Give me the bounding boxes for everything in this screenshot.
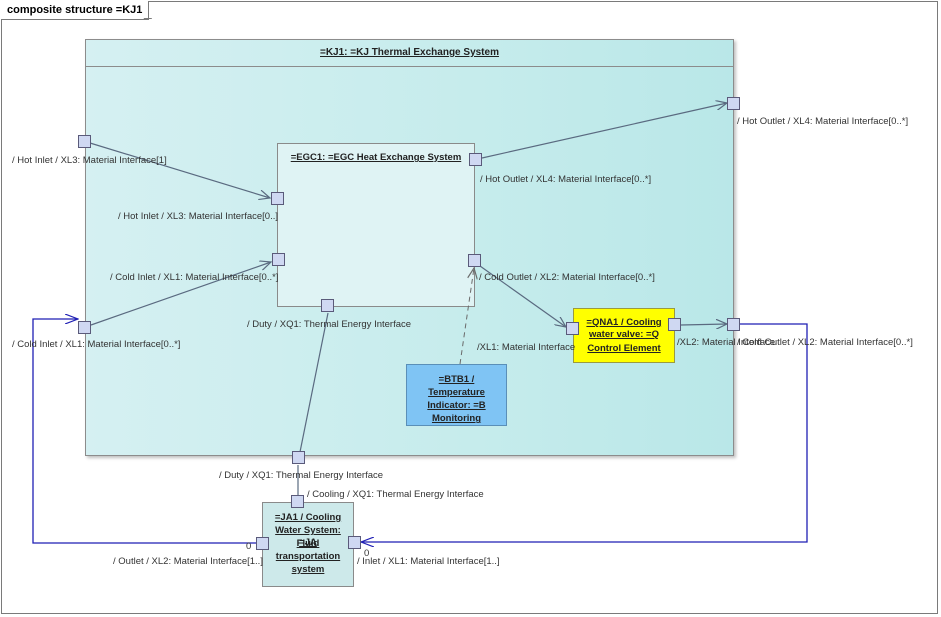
btb1-title-line: =BTB1 / [438,374,475,385]
kj-hot-inlet-port[interactable] [78,135,91,148]
kj-duty-label: / Duty / XQ1: Thermal Energy Interface [219,470,384,481]
btb1-title-line: Indicator: =B [427,400,486,411]
qna-inlet-port[interactable] [566,322,579,335]
qna1-title-line: water valve: =Q [589,329,659,340]
qna-outlet-label: /XL2: Material Interface [677,337,776,348]
egc-hot-inlet-label: / Hot Inlet / XL3: Material Interface[0.… [118,211,278,222]
egc-hot-outlet-port[interactable] [469,153,482,166]
kj-cold-outlet-port[interactable] [727,318,740,331]
outlet-flow-wire [32,319,256,544]
cold-outlet-connector [479,265,566,327]
btb1-title-line: Temperature [428,387,485,398]
egc-cold-inlet-port[interactable] [272,253,285,266]
egc-hot-outlet-label: / Hot Outlet / XL4: Material Interface[0… [480,174,652,185]
egc-duty-port[interactable] [321,299,334,312]
monitoring-dependency [459,268,474,365]
qna1-type-line: Control Element [587,343,661,354]
kj-hot-outlet-label: / Hot Outlet / XL4: Material Interface[0… [737,116,909,127]
kj-duty-port[interactable] [292,451,305,464]
ja-cooling-label: / Cooling / XQ1: Thermal Energy Interfac… [307,489,484,500]
ja-inlet-label: / Inlet / XL1: Material Interface[1..] [357,556,500,567]
btb1-block[interactable]: =BTB1 / Temperature Indicator: =B Monito… [406,364,507,426]
qna-outlet-port[interactable] [668,318,681,331]
hot-outlet-connector [481,103,727,159]
valve-outlet-connector [680,324,727,325]
ja1-type-line: Fluid [296,538,320,549]
egc-cold-inlet-label: / Cold Inlet / XL1: Material Interface[0… [110,272,279,283]
ja1-type-line: transportation [275,551,341,562]
qna1-title-line: =QNA1 / Cooling [586,317,662,328]
btb1-type-line: Monitoring [431,413,482,424]
egc-hot-inlet-port[interactable] [271,192,284,205]
ja1-block[interactable]: =JA1 / Cooling Water System: =JA Fluid t… [262,502,354,587]
diagram-frame-title: composite structure =KJ1 [1,1,150,20]
duty-connector [299,312,329,453]
egc1-block[interactable]: =EGC1: =EGC Heat Exchange System [277,143,475,307]
kj-hot-inlet-label: / Hot Inlet / XL3: Material Interface[1] [12,155,167,166]
kj1-block-title: =KJ1: =KJ Thermal Exchange System [320,47,499,58]
inlet-multiplicity: 0 [364,548,370,559]
kj-cold-inlet-port[interactable] [78,321,91,334]
kj1-compartment-divider [86,66,733,67]
kj-cold-outlet-label: / Cold Outlet / XL2: Material Interface[… [737,337,913,348]
ja1-type-line: system [291,564,325,575]
ja-outlet-port[interactable] [256,537,269,550]
ja1-title-line: Water System: =JA [275,525,341,548]
outlet-multiplicity: 0 [246,541,252,552]
ja-outlet-label: / Outlet / XL2: Material Interface[1..] [113,556,263,567]
ja-cooling-port[interactable] [291,495,304,508]
hot-inlet-connector [89,142,270,198]
cold-inlet-connector [90,262,271,326]
inlet-flow-wire [361,323,808,542]
kj-hot-outlet-port[interactable] [727,97,740,110]
egc-cold-outlet-label: / Cold Outlet / XL2: Material Interface[… [479,272,655,283]
kj-cold-inlet-label: / Cold Inlet / XL1: Material Interface[0… [12,339,181,350]
qna1-block[interactable]: =QNA1 / Cooling water valve: =Q Control … [573,308,675,363]
egc-duty-label: / Duty / XQ1: Thermal Energy Interface [247,319,412,330]
qna-inlet-label: /XL1: Material Interface [477,342,576,353]
ja1-title-line: =JA1 / Cooling [274,512,342,523]
egc1-block-title: =EGC1: =EGC Heat Exchange System [290,152,462,163]
ja-inlet-port[interactable] [348,536,361,549]
egc-cold-outlet-port[interactable] [468,254,481,267]
